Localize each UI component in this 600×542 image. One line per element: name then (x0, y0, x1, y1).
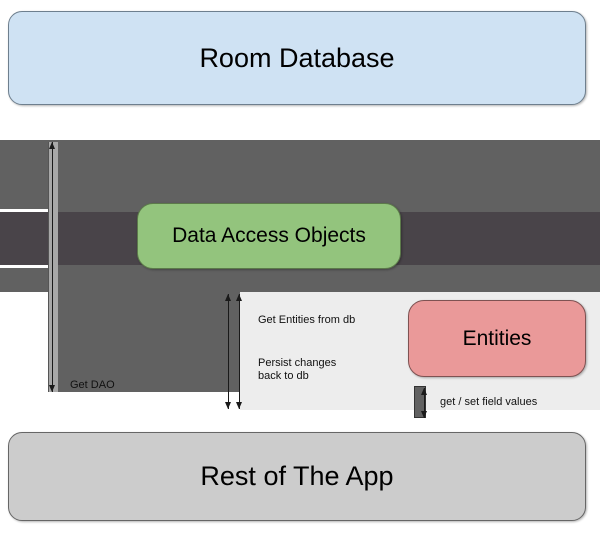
message-label-persist-changes-line1: Persist changes (258, 357, 337, 369)
arrowhead-down-field-values (420, 411, 427, 418)
node-entities[interactable]: Entities (408, 300, 586, 377)
activation-band-top (0, 140, 600, 209)
arrowhead-down-get-entities (224, 402, 231, 409)
message-label-persist-changes: Persist changes back to db (258, 357, 336, 383)
arrowhead-up-field-values (420, 388, 427, 395)
arrowhead-up-persist-changes (235, 294, 242, 301)
node-entities-label: Entities (462, 326, 532, 350)
arrowhead-up-get-dao (48, 142, 55, 149)
message-label-get-entities: Get Entities from db (258, 314, 356, 326)
activation-band-bottom (0, 268, 600, 292)
arrowhead-down-get-dao (48, 385, 55, 392)
lifeline-persist-changes (239, 294, 240, 409)
arrowhead-down-persist-changes (235, 402, 242, 409)
node-data-access-objects[interactable]: Data Access Objects (137, 203, 401, 269)
node-room-database-label: Room Database (199, 42, 395, 73)
node-rest-of-the-app-label: Rest of The App (200, 461, 394, 491)
lifeline-get-dao (52, 142, 53, 392)
message-label-get-dao: Get DAO (70, 379, 115, 391)
arrowhead-up-get-entities (224, 294, 231, 301)
node-data-access-objects-label: Data Access Objects (172, 224, 366, 247)
lifeline-field-values (424, 388, 425, 418)
message-label-field-values: get / set field values (440, 396, 538, 408)
lifeline-get-entities (228, 294, 229, 409)
node-room-database[interactable]: Room Database (8, 11, 586, 105)
message-label-persist-changes-line2: back to db (258, 370, 309, 382)
node-rest-of-the-app[interactable]: Rest of The App (8, 432, 586, 521)
activation-bar-room-database (48, 142, 58, 392)
